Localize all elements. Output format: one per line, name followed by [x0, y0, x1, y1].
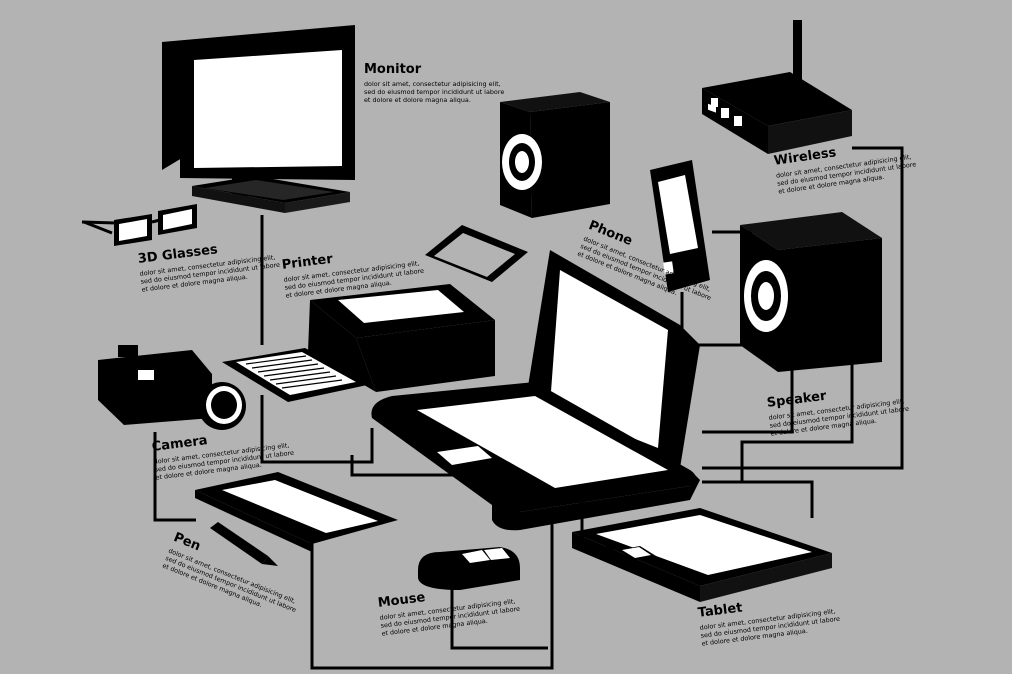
pen-icon [210, 522, 278, 566]
camera-icon [98, 345, 246, 430]
connector-lines [153, 146, 904, 670]
printer-icon [222, 225, 528, 402]
wireless-router-icon [702, 20, 852, 154]
speaker-large-icon [740, 212, 882, 372]
drawing-tablet-icon [195, 472, 398, 552]
monitor-icon [162, 25, 355, 213]
label-monitor-title: Monitor [364, 62, 422, 77]
speaker-small-icon [500, 92, 610, 218]
mouse-icon [418, 547, 520, 590]
laptop-icon [371, 250, 700, 531]
phone-icon [650, 160, 710, 292]
glasses-icon [81, 204, 197, 246]
tablet-icon [572, 508, 832, 602]
label-monitor-desc: dolor sit amet, consectetur adipisicing … [364, 80, 505, 104]
label-monitor: Monitor dolor sit amet, consectetur adip… [364, 62, 504, 104]
